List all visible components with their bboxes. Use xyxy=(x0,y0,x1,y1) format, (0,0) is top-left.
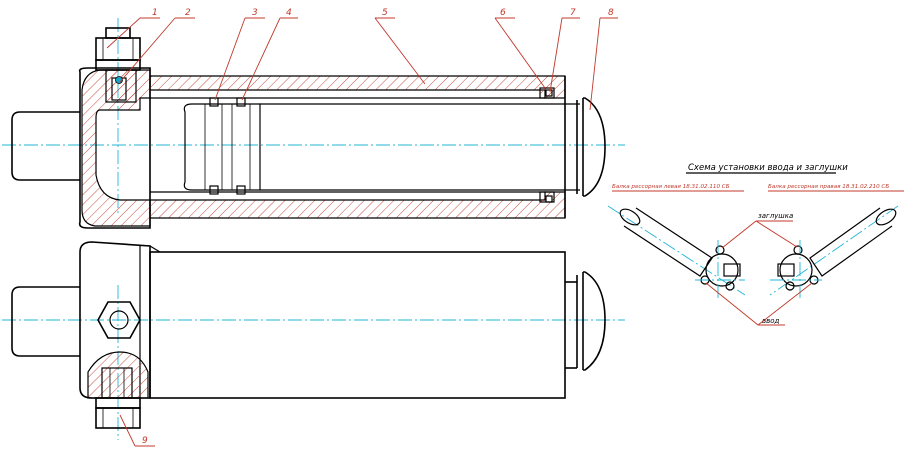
housing-section xyxy=(81,69,151,227)
callout-6: 6 xyxy=(500,8,506,18)
scheme-title: Схема установки ввода и заглушки xyxy=(688,163,848,173)
cylinder-wall-bottom xyxy=(149,191,566,219)
callout-4: 4 xyxy=(286,8,292,18)
callout-2: 2 xyxy=(185,8,191,18)
left-beam xyxy=(607,205,746,300)
housing-outline xyxy=(78,67,151,229)
callout-9: 9 xyxy=(142,436,148,446)
rod-cap-exterior xyxy=(583,271,606,371)
cylinder-wall-top xyxy=(149,75,566,99)
grease-fitting xyxy=(105,69,137,103)
part-callouts: 1 2 3 4 5 6 7 8 9 xyxy=(106,8,618,447)
right-beam xyxy=(769,205,899,300)
callout-8: 8 xyxy=(608,8,614,18)
left-beam-label: Балка рессорная левая 18.31.02.110 СБ xyxy=(612,184,730,190)
callout-7: 7 xyxy=(570,8,576,18)
section-view xyxy=(2,18,625,229)
cylinder-body xyxy=(149,251,566,399)
housing-cutout xyxy=(87,351,149,399)
installation-scheme: Схема установки ввода и заглушки Балка р… xyxy=(607,163,904,326)
exterior-view xyxy=(2,241,625,440)
plug-label: заглушка xyxy=(758,212,793,220)
callout-5: 5 xyxy=(382,8,388,18)
input-label: ввод xyxy=(762,317,780,325)
hex-nut xyxy=(97,301,141,339)
seal-top xyxy=(539,87,555,99)
left-shaft xyxy=(11,111,80,181)
right-beam-label: Балка рессорная правая 18.31.02.210 СБ xyxy=(768,184,889,190)
callout-3: 3 xyxy=(252,8,258,18)
callout-1: 1 xyxy=(152,8,158,18)
rod-cap xyxy=(583,97,606,197)
bolt-head-9 xyxy=(95,407,141,429)
